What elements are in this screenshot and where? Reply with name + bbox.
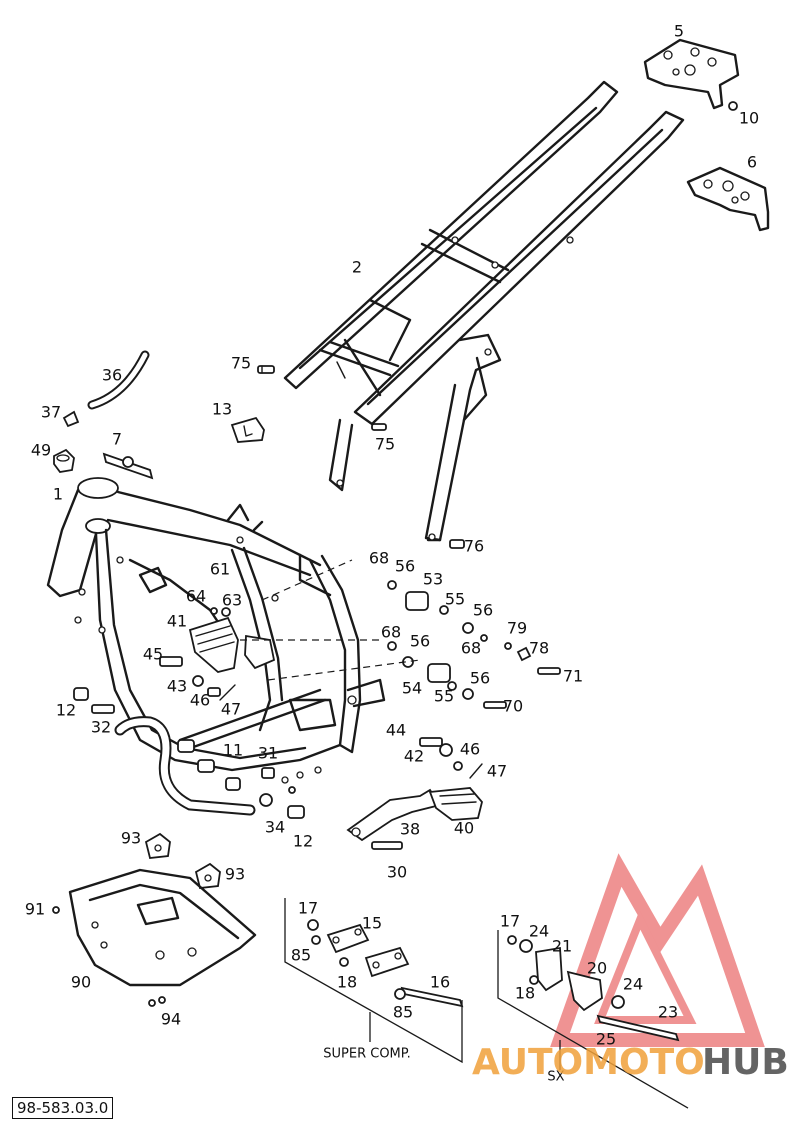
callout-40: 40 — [454, 819, 474, 838]
bolt-75-upper — [257, 365, 275, 374]
callout-43: 43 — [167, 677, 187, 696]
callout-24b: 24 — [623, 975, 643, 994]
watermark-automoto: AUTOMOTO — [472, 1042, 705, 1083]
callout-78: 78 — [529, 639, 549, 658]
callout-30: 30 — [387, 863, 407, 882]
callout-85a: 85 — [291, 946, 311, 965]
callout-85b: 85 — [393, 1003, 413, 1022]
callout-labels: 5 10 6 2 75 75 36 37 13 7 49 1 76 68 56 … — [25, 22, 759, 1085]
rear-subframe-2 — [283, 80, 685, 542]
callout-6: 6 — [747, 153, 757, 172]
callout-10: 10 — [739, 109, 759, 128]
callout-25: 25 — [596, 1030, 616, 1049]
callout-32: 32 — [91, 718, 111, 737]
callout-18b: 18 — [515, 984, 535, 1003]
callout-31: 31 — [258, 744, 278, 763]
callout-75a: 75 — [231, 354, 251, 373]
callout-47a: 47 — [221, 700, 241, 719]
watermark-text: AUTOMOTO HUB — [472, 1042, 789, 1083]
switch-7 — [102, 452, 154, 480]
callout-56d: 56 — [470, 669, 490, 688]
callout-17a: 17 — [298, 899, 318, 918]
callout-23: 23 — [658, 1003, 678, 1022]
callout-38: 38 — [400, 820, 420, 839]
callout-68b: 68 — [381, 623, 401, 642]
caption-sx: SX — [547, 1070, 564, 1085]
rubber-block-93 — [144, 832, 221, 889]
callout-13: 13 — [212, 400, 232, 419]
callout-90: 90 — [71, 973, 91, 992]
callout-44: 44 — [386, 721, 406, 740]
callout-56c: 56 — [410, 632, 430, 651]
watermark-hub: HUB — [702, 1042, 789, 1083]
bracket-6 — [686, 166, 770, 232]
callout-7: 7 — [112, 430, 122, 449]
callout-12a: 12 — [56, 701, 76, 720]
callout-55b: 55 — [434, 687, 454, 706]
callout-36: 36 — [102, 366, 122, 385]
callout-37: 37 — [41, 403, 61, 422]
callout-68c: 68 — [461, 639, 481, 658]
callout-24a: 24 — [529, 922, 549, 941]
sx-kit — [497, 930, 689, 1109]
callout-17b: 17 — [500, 912, 520, 931]
callout-42: 42 — [404, 747, 424, 766]
block-13 — [230, 416, 265, 443]
footpeg-41 — [188, 616, 276, 673]
callout-18a: 18 — [337, 973, 357, 992]
callout-79: 79 — [507, 619, 527, 638]
callout-11: 11 — [223, 741, 243, 760]
small-fasteners-left — [73, 607, 305, 819]
clip-37 — [62, 410, 80, 428]
caption-super-comp: SUPER COMP. — [323, 1047, 410, 1062]
callout-47b: 47 — [487, 762, 507, 781]
callout-2: 2 — [352, 258, 362, 277]
callout-68a: 68 — [369, 549, 389, 568]
callout-12b: 12 — [293, 832, 313, 851]
callout-56a: 56 — [395, 557, 415, 576]
callout-21: 21 — [552, 937, 572, 956]
callout-71: 71 — [563, 667, 583, 686]
watermark-logo — [550, 853, 765, 1047]
callout-15: 15 — [362, 914, 382, 933]
callout-5: 5 — [674, 22, 684, 41]
callout-16: 16 — [430, 973, 450, 992]
callout-55a: 55 — [445, 590, 465, 609]
callout-93b: 93 — [225, 865, 245, 884]
callout-20: 20 — [587, 959, 607, 978]
callout-56b: 56 — [473, 601, 493, 620]
callout-76: 76 — [464, 537, 484, 556]
bushing-group — [387, 539, 561, 709]
callout-54: 54 — [402, 679, 422, 698]
bracket-5 — [643, 38, 740, 111]
callout-49: 49 — [31, 441, 51, 460]
callout-46b: 46 — [460, 740, 480, 759]
callout-75b: 75 — [375, 435, 395, 454]
callout-61: 61 — [210, 560, 230, 579]
cap-49 — [53, 448, 75, 473]
callout-53: 53 — [423, 570, 443, 589]
footpeg-40-lever-38 — [346, 737, 483, 850]
document-code: 98-583.03.0 — [12, 1097, 114, 1119]
callout-64: 64 — [186, 587, 206, 606]
skid-plate-90 — [52, 868, 257, 1007]
callout-94: 94 — [161, 1010, 181, 1029]
callout-91: 91 — [25, 900, 45, 919]
hose-36 — [87, 350, 150, 410]
callout-1: 1 — [53, 485, 63, 504]
bolt-75-lower — [371, 423, 387, 431]
callout-34: 34 — [265, 818, 285, 837]
callout-93a: 93 — [121, 829, 141, 848]
callout-45: 45 — [143, 645, 163, 664]
callout-63: 63 — [222, 591, 242, 610]
callout-46a: 46 — [190, 691, 210, 710]
callout-70: 70 — [503, 697, 523, 716]
callout-41: 41 — [167, 612, 187, 631]
super-comp-kit — [284, 898, 464, 1064]
dashed-leaders — [240, 559, 421, 681]
